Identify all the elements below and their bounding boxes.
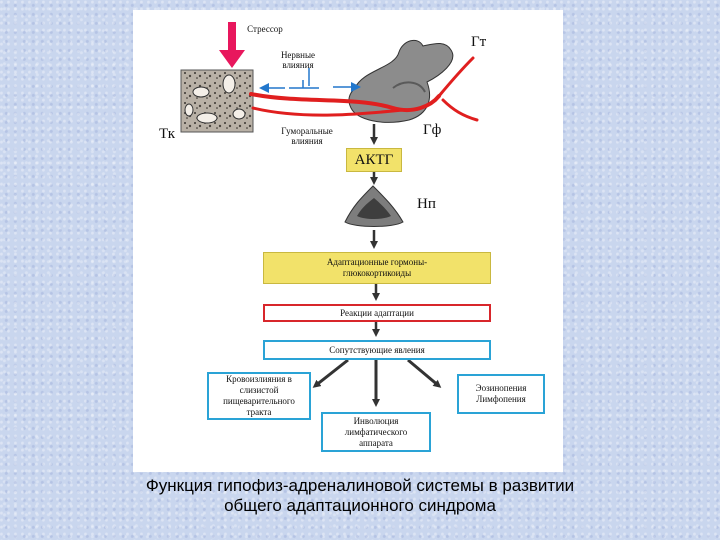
accompanying-box: Сопутствующие явления bbox=[263, 340, 491, 360]
tissue-illustration bbox=[180, 69, 254, 133]
label-np: Нп bbox=[417, 196, 436, 212]
diagram-graphics bbox=[180, 22, 479, 407]
label-tk: Тк bbox=[159, 126, 176, 142]
nerve-path bbox=[249, 56, 479, 122]
caption-line-1: Функция гипофиз-адреналиновой системы в … bbox=[145, 476, 575, 495]
reactions-box: Реакции адаптации bbox=[263, 304, 491, 322]
arrow-to-hemorrhage bbox=[312, 358, 349, 388]
eosinopenia-box: Эозинопения Лимфопения bbox=[457, 374, 545, 414]
diagram-panel: Стрессор Нервные влияния Гуморальные вли… bbox=[133, 10, 563, 472]
pituitary-illustration bbox=[348, 39, 454, 123]
label-gt: Гт bbox=[471, 34, 487, 50]
involution-box: Инволюция лимфатического аппарата bbox=[321, 412, 431, 452]
hemorrhage-box: Кровоизлияния в слизистой пищеварительно… bbox=[207, 372, 311, 420]
caption-line-2: общего адаптационного синдрома bbox=[224, 496, 496, 515]
humoral-influence-label: Гуморальные влияния bbox=[281, 126, 333, 146]
humoral-path bbox=[259, 67, 361, 93]
adrenal-illustration bbox=[344, 185, 404, 227]
acth-box: АКТГ bbox=[346, 148, 402, 172]
hormones-box: Адаптационные гормоны-глюкокортикоиды bbox=[263, 252, 491, 284]
stressor-arrow bbox=[219, 22, 245, 68]
stressor-label: Стрессор bbox=[247, 24, 283, 34]
arrow-to-eosinopenia bbox=[407, 358, 442, 388]
label-gf: Гф bbox=[423, 122, 442, 138]
neural-influence-label: Нервные влияния bbox=[280, 50, 316, 70]
slide-caption: Функция гипофиз-адреналиновой системы в … bbox=[0, 476, 720, 516]
